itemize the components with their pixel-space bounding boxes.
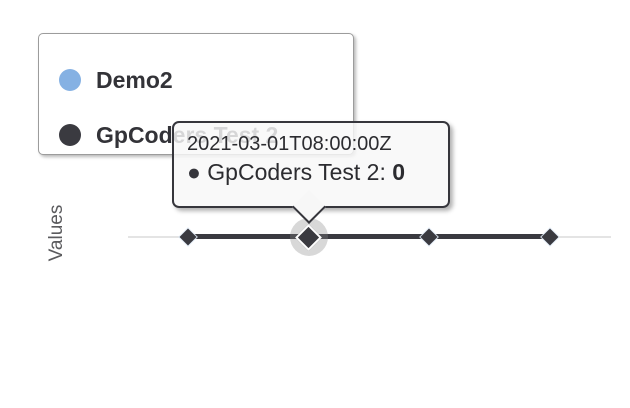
tooltip-series-row: ● GpCoders Test 2: 0 (187, 157, 436, 188)
data-point-marker[interactable] (420, 228, 438, 246)
tooltip-series-bullet-icon: ● (187, 159, 201, 185)
legend-label-demo2: Demo2 (96, 66, 173, 93)
tooltip-separator: : (379, 159, 393, 185)
legend-marker-demo2-icon (59, 69, 81, 91)
tooltip-value: 0 (392, 159, 406, 185)
series-line-gpcoders-test-2 (188, 234, 550, 239)
legend-marker-gpcoders-test-2-icon (59, 124, 81, 146)
y-axis-label: Values (46, 204, 67, 262)
legend-item-demo2[interactable]: Demo2 (59, 66, 173, 93)
tooltip: 2021-03-01T08:00:00Z ● GpCoders Test 2: … (172, 121, 450, 224)
tooltip-date-header: 2021-03-01T08:00:00Z (187, 133, 392, 155)
data-point-marker[interactable] (541, 228, 559, 246)
data-point-marker[interactable] (179, 228, 197, 246)
tooltip-series-name: GpCoders Test 2 (207, 159, 380, 185)
tooltip-arrow-icon (292, 190, 326, 224)
